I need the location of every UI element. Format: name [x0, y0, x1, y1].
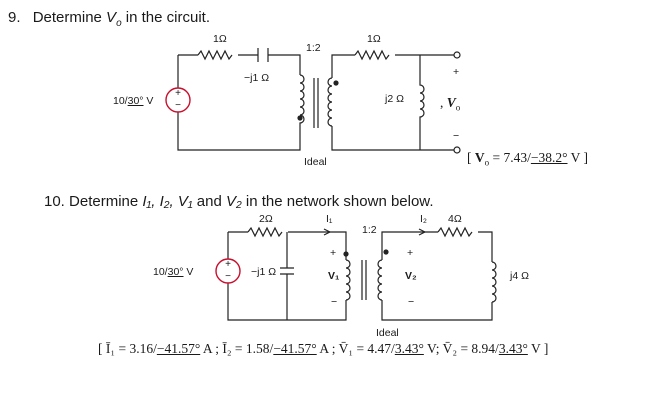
problem-10-number: 10. [44, 193, 65, 210]
ratio-label-10: 1:2 [362, 224, 377, 236]
minus-v2-10: − [408, 296, 415, 308]
answer-10-i1: Ī₁ = 3.16/ [105, 341, 157, 356]
ratio-label-9: 1:2 [306, 42, 321, 54]
voltage-source-9 [165, 87, 191, 113]
problem-9-number: 9. [8, 9, 21, 26]
cap-label-9: −j1 Ω [244, 72, 270, 84]
answer-10-i1-unit: A ; [200, 341, 223, 356]
answer-10-i2-ang: −41.57° [273, 341, 317, 356]
ind-label-10: j4 Ω [510, 270, 529, 282]
transformer-primary-10 [345, 259, 351, 301]
ideal-label-10: Ideal [376, 327, 399, 339]
answer-9: [ Vo = 7.43/−38.2° V ] [467, 150, 588, 168]
answer-10-v2: V̄₂ = 8.94/ [442, 341, 499, 356]
terminal-top-9 [453, 51, 461, 59]
svg-text:+: + [225, 259, 231, 270]
answer-9-ang: −38.2° [530, 150, 568, 165]
transformer-core-9 [313, 78, 319, 128]
problem-10-prompt-v2: V₂ [225, 193, 242, 210]
transformer-secondary-10 [377, 259, 383, 301]
minus-sign-9: − [453, 130, 460, 142]
ideal-label-9: Ideal [304, 156, 327, 168]
i1-label-10: I₁ [326, 213, 333, 225]
plus-v2-10: + [407, 247, 414, 259]
source-unit-10: V [183, 266, 194, 278]
v2-label-10: V₂ [405, 270, 417, 282]
minus-v1-10: − [331, 296, 338, 308]
source-mag-9: 10/ [113, 95, 128, 107]
transformer-primary-9 [299, 74, 305, 130]
capacitor-10 [280, 232, 294, 320]
resistor-r1-9 [197, 49, 233, 61]
answer-10-i1-ang: −41.57° [156, 341, 201, 356]
answer-9-eq: = 7.43/ [489, 150, 531, 165]
plus-sign-9: + [453, 66, 460, 78]
source-ang-9: 30° [127, 95, 144, 107]
transformer-core-10 [361, 260, 367, 300]
voltage-source-10 [215, 258, 241, 284]
r1-label-10: 2Ω [259, 213, 273, 225]
answer-10-i2-unit: A ; [316, 341, 339, 356]
problem-9-prompt-var: V [106, 9, 117, 26]
r2-label-9: 1Ω [367, 33, 381, 45]
inductor-9 [419, 55, 425, 150]
r2-label-10: 4Ω [448, 213, 462, 225]
out-sub-9: o [455, 102, 461, 113]
source-mag-10: 10/ [153, 266, 168, 278]
problem-9-title: 9. Determine Vo in the circuit. [8, 9, 210, 29]
answer-10-v2-ang: 3.43° [498, 341, 528, 356]
problem-9-prompt-pre: Determine [32, 9, 107, 26]
capacitor-9 [257, 48, 269, 62]
answer-10-v1-ang: 3.43° [394, 341, 424, 356]
problem-10-prompt-pre: Determine [69, 193, 143, 210]
answer-9-close: V ] [567, 150, 589, 165]
problem-10-prompt-post: in the network shown below. [241, 193, 434, 210]
problem-10-prompt-mid: and [192, 193, 226, 210]
ind-label-9: j2 Ω [385, 93, 404, 105]
resistor-r2-9 [354, 49, 390, 61]
answer-10: [ Ī₁ = 3.16/−41.57° A ; Ī₂ = 1.58/−41.57… [98, 341, 548, 357]
answer-10-v1-unit: V; [423, 341, 443, 356]
answer-9-var: V [474, 150, 485, 165]
v1-label-10: V₁ [328, 270, 340, 282]
source-label-9: 10/30° V [113, 95, 153, 107]
answer-10-v1: V̄₁ = 4.47/ [338, 341, 395, 356]
transformer-secondary-9 [327, 77, 333, 127]
r1-label-9: 1Ω [213, 33, 227, 45]
problem-9-prompt-post: in the circuit. [121, 9, 210, 26]
i2-label-10: I₂ [420, 213, 427, 225]
svg-text:+: + [175, 88, 181, 99]
source-unit-9: V [143, 95, 154, 107]
answer-10-open: [ [98, 341, 106, 356]
problem-10-title: 10. Determine I₁, I₂, V₁ and V₂ in the n… [44, 193, 433, 210]
terminal-bottom-9 [453, 146, 461, 154]
cap-label-10: −j1 Ω [251, 266, 277, 278]
problem-10-prompt-vars: I₁, I₂, V₁ [142, 193, 193, 210]
inductor-10 [491, 261, 497, 303]
plus-v1-10: + [330, 247, 337, 259]
svg-text:−: − [175, 100, 181, 111]
source-ang-10: 30° [167, 266, 184, 278]
resistor-r1-10 [247, 226, 283, 238]
problem-9-prompt-sub: o [116, 18, 122, 29]
answer-9-sub: o [484, 157, 490, 168]
out-var-9: V [446, 95, 456, 110]
output-label-9: , Vo [440, 95, 461, 113]
source-label-10: 10/30° V [153, 266, 193, 278]
resistor-r2-10 [437, 226, 473, 238]
answer-10-v2-unit: V ] [527, 341, 549, 356]
answer-10-i2: Ī₂ = 1.58/ [222, 341, 274, 356]
svg-text:−: − [225, 271, 231, 282]
answer-9-open: [ [467, 150, 475, 165]
